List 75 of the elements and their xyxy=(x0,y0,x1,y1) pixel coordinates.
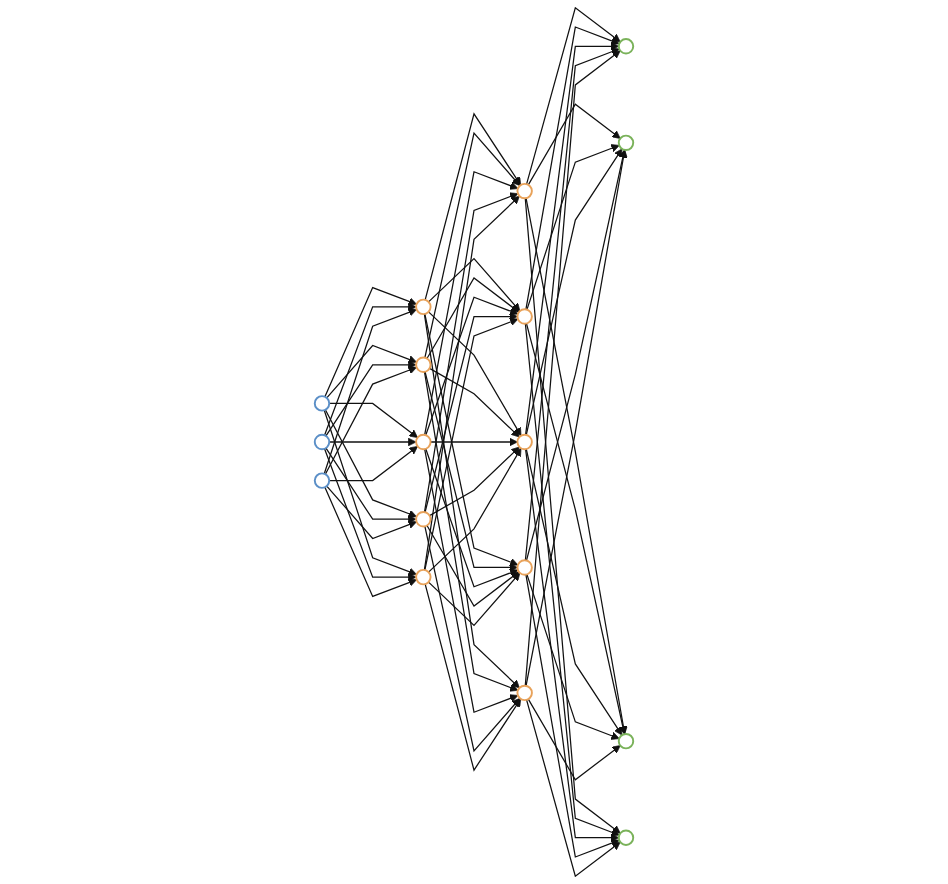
arrow xyxy=(426,277,520,360)
arrow xyxy=(525,26,620,311)
arrow xyxy=(524,448,620,842)
arrow xyxy=(328,402,418,438)
arrow xyxy=(524,42,620,436)
arrow xyxy=(423,371,519,692)
arrow xyxy=(324,409,417,518)
arrow xyxy=(324,366,417,475)
arrow xyxy=(525,6,621,185)
arrow xyxy=(326,344,417,399)
node-circle xyxy=(516,433,533,451)
arrow xyxy=(427,311,522,437)
node-circle xyxy=(415,511,432,528)
arrow xyxy=(525,148,623,436)
arrow xyxy=(424,448,519,714)
arrow xyxy=(426,524,520,607)
arrow xyxy=(423,313,520,689)
arrow xyxy=(525,197,628,735)
node-circle xyxy=(617,829,635,846)
arrow xyxy=(424,112,522,301)
arrow xyxy=(524,323,620,837)
node-circle xyxy=(415,298,432,316)
arrow xyxy=(323,302,417,436)
node-circle xyxy=(617,38,635,55)
arrow xyxy=(323,448,417,582)
arrow xyxy=(424,371,518,572)
node-circle xyxy=(617,732,635,750)
node-circle xyxy=(617,134,635,152)
arrow xyxy=(525,448,623,736)
arrow xyxy=(325,360,417,437)
arrow xyxy=(324,486,417,598)
arrow xyxy=(424,525,521,753)
arrow xyxy=(526,144,620,311)
node-circle xyxy=(313,433,331,451)
node-circle xyxy=(313,472,331,489)
arrow xyxy=(525,699,621,878)
arrow xyxy=(427,572,521,627)
arrow xyxy=(427,257,521,312)
arrow xyxy=(423,195,520,571)
arrow xyxy=(524,47,620,561)
arrow xyxy=(323,308,417,475)
arrow xyxy=(424,170,519,436)
node-circle xyxy=(516,559,533,576)
arrow xyxy=(429,446,520,517)
node-circle xyxy=(516,308,533,325)
node-circle xyxy=(516,684,533,702)
node-circle xyxy=(415,433,432,451)
arrow xyxy=(424,583,522,772)
node-circle xyxy=(415,356,432,373)
arrow xyxy=(425,448,519,588)
arrow xyxy=(423,192,519,513)
arrow xyxy=(525,149,627,562)
node-circle xyxy=(415,568,432,586)
arrow xyxy=(527,698,621,781)
arrow xyxy=(527,103,621,186)
arrow xyxy=(328,437,417,447)
arrow xyxy=(525,573,620,858)
arrow xyxy=(326,485,417,540)
arrow xyxy=(429,437,518,447)
arrow xyxy=(425,296,519,436)
arrow xyxy=(328,446,418,482)
node-circle xyxy=(516,182,533,200)
arrow xyxy=(524,197,621,834)
arrow xyxy=(424,131,521,359)
arrow xyxy=(525,149,628,687)
arrow xyxy=(324,286,417,398)
arrow xyxy=(526,573,620,740)
arrow xyxy=(524,50,621,687)
node-circle xyxy=(313,395,331,412)
arrow xyxy=(427,447,522,573)
arrow xyxy=(323,409,417,576)
arrow xyxy=(525,322,627,735)
arrow xyxy=(424,312,518,513)
arrow xyxy=(429,367,520,438)
arrow xyxy=(325,447,417,524)
